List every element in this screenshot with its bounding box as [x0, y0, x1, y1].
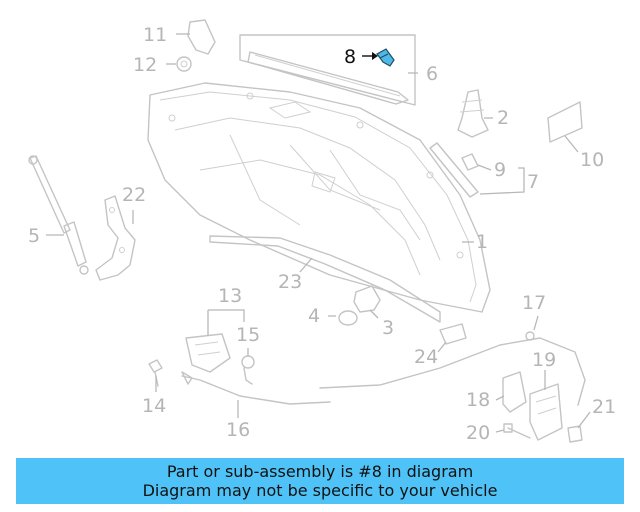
banner-line-part: Part or sub-assembly is #8 in diagram	[166, 462, 474, 481]
callout-9: 9	[494, 159, 506, 181]
part-24-block	[439, 323, 467, 345]
callout-4: 4	[308, 305, 320, 327]
parts-diagram: 1 2 3 4 5 6 7 8 9 10 11 12 13 14 15 16 1…	[28, 19, 616, 444]
callout-13: 13	[218, 285, 242, 307]
part-4-plug	[338, 310, 358, 326]
part-20-bolt	[503, 423, 531, 439]
part-17-cable	[319, 331, 586, 406]
callout-18: 18	[466, 389, 490, 411]
part-12-bumper	[176, 56, 192, 72]
callout-11: 11	[143, 24, 167, 46]
callout-16: 16	[226, 419, 250, 441]
callout-23: 23	[278, 271, 302, 293]
part-15-clip	[241, 355, 255, 385]
part-11-bracket	[187, 19, 216, 55]
callout-1: 1	[476, 231, 488, 253]
callout-10: 10	[580, 149, 604, 171]
part-1-hood	[147, 82, 491, 313]
part-7-rail	[429, 142, 479, 198]
part-3-bumper	[353, 285, 381, 313]
part-21-clip	[567, 425, 583, 443]
callout-20: 20	[466, 422, 490, 444]
part-9-clip	[461, 153, 479, 171]
callout-6: 6	[426, 63, 438, 85]
part-10-label	[547, 101, 583, 143]
callout-2: 2	[497, 107, 509, 129]
callout-15: 15	[236, 324, 260, 346]
banner-line-disclaimer: Diagram may not be specific to your vehi…	[142, 481, 498, 500]
part-16-cable	[181, 371, 331, 405]
callout-14: 14	[142, 395, 166, 417]
callout-17: 17	[522, 292, 546, 314]
part-5-strut	[28, 155, 89, 275]
info-banner: Part or sub-assembly is #8 in diagram Di…	[16, 458, 624, 504]
callout-19: 19	[532, 349, 556, 371]
callout-24: 24	[414, 346, 438, 368]
callout-8: 8	[344, 46, 356, 68]
callout-22: 22	[122, 184, 146, 206]
part-8-clip	[376, 48, 395, 67]
callout-labels: 1 2 3 4 5 6 7 8 9 10 11 12 13 14 15 16 1…	[28, 24, 616, 444]
part-23-seal	[209, 235, 441, 323]
part-6-box	[239, 34, 416, 106]
callout-7: 7	[527, 171, 539, 193]
part-18-bracket	[502, 371, 527, 413]
callout-12: 12	[133, 54, 157, 76]
part-19-handle	[529, 383, 563, 441]
part-13-latch	[185, 333, 231, 373]
callout-3: 3	[382, 317, 394, 339]
part-2-bumper	[457, 89, 489, 138]
leader-lines	[46, 33, 591, 433]
callout-5: 5	[28, 225, 40, 247]
part-22-hinge	[95, 195, 136, 281]
callout-21: 21	[592, 396, 616, 418]
